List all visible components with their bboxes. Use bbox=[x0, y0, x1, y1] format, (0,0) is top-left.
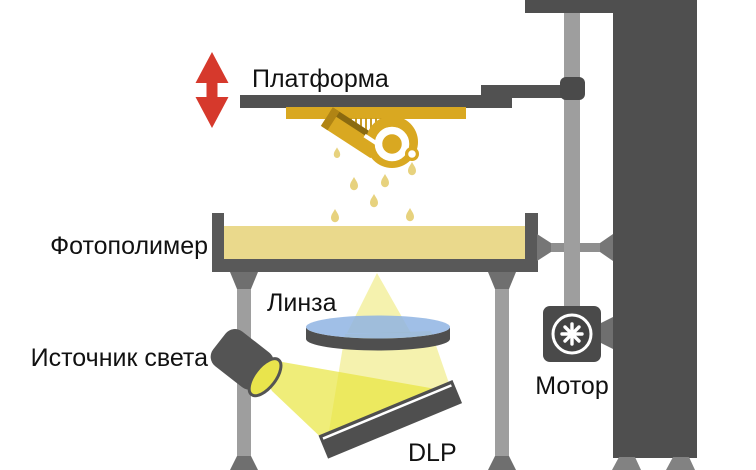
strut-cone-left bbox=[537, 234, 551, 261]
resin-drip bbox=[331, 209, 339, 223]
carriage-joint bbox=[560, 77, 585, 100]
leg-left-foot bbox=[230, 456, 258, 470]
mirror-bar bbox=[318, 380, 463, 459]
light-source-face bbox=[247, 357, 283, 398]
frame-foot-right bbox=[666, 457, 695, 470]
vat-bottom bbox=[212, 259, 538, 272]
printed-object-whistle bbox=[320, 107, 419, 168]
label-motor: Мотор bbox=[535, 372, 608, 400]
label-platform: Платформа bbox=[252, 65, 389, 93]
platform-arm bbox=[240, 77, 585, 108]
leg-right bbox=[488, 272, 516, 470]
build-plate bbox=[286, 107, 466, 119]
mirror-stripe bbox=[322, 384, 452, 440]
lens-body bbox=[306, 327, 450, 351]
frame-column bbox=[613, 0, 697, 458]
resin-drip bbox=[350, 177, 358, 191]
resin-drip bbox=[333, 147, 341, 158]
platform-bar bbox=[240, 95, 512, 108]
vat-right-wall bbox=[525, 213, 538, 263]
label-lens: Линза bbox=[267, 289, 337, 317]
resin-drip bbox=[406, 208, 414, 222]
frame-foot-left bbox=[612, 457, 641, 470]
resin-drip bbox=[381, 174, 389, 188]
light-beam-source-fan bbox=[254, 357, 453, 446]
motor-fan-icon bbox=[560, 322, 584, 346]
strut-cone-right bbox=[600, 234, 613, 261]
leg-right-foot bbox=[488, 456, 516, 470]
resin-vat bbox=[212, 213, 538, 272]
label-photopolymer: Фотополимер bbox=[50, 232, 208, 260]
lens-glass bbox=[306, 315, 450, 339]
resin-drips bbox=[331, 147, 416, 223]
light-source bbox=[210, 329, 283, 398]
label-light-source: Источник света bbox=[31, 344, 208, 372]
up-down-arrow-icon bbox=[195, 52, 229, 128]
lead-screw-rod bbox=[564, 13, 580, 308]
motor bbox=[543, 306, 613, 362]
whistle-small-ring-hole bbox=[408, 150, 416, 158]
leg-right-column bbox=[495, 289, 509, 456]
resin-drip bbox=[370, 194, 378, 208]
label-dlp: DLP bbox=[408, 439, 457, 467]
resin-liquid bbox=[224, 226, 526, 260]
leg-left-connector bbox=[230, 272, 258, 289]
vat-left-wall bbox=[212, 213, 224, 263]
dlp-mirror bbox=[318, 380, 463, 459]
resin-drip bbox=[408, 162, 416, 176]
leg-right-connector bbox=[488, 272, 516, 289]
arm-step bbox=[481, 85, 567, 98]
whistle-ring-hole bbox=[374, 126, 410, 162]
lens bbox=[306, 315, 450, 351]
motor-mount bbox=[601, 317, 613, 349]
